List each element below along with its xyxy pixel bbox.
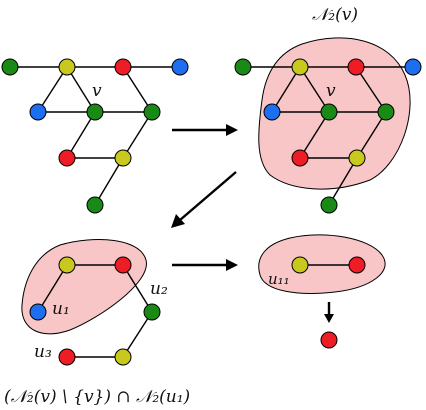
node-yellow bbox=[58, 256, 76, 274]
node-green bbox=[86, 196, 104, 214]
label-u2: u₂ bbox=[150, 279, 168, 299]
u11-highlight-region bbox=[258, 234, 386, 294]
node-red bbox=[348, 256, 366, 274]
intersection-graph-edges bbox=[37, 264, 153, 358]
node-yellow bbox=[291, 58, 309, 76]
node-red bbox=[291, 149, 309, 167]
node-green bbox=[320, 196, 338, 214]
n2v-graph: v 𝒩₂(v) bbox=[234, 5, 422, 214]
node-yellow bbox=[114, 348, 132, 366]
node-u2 bbox=[143, 303, 161, 321]
u11-graph: u₁₁ bbox=[258, 234, 386, 294]
node-yellow bbox=[114, 149, 132, 167]
label-n2v-title: 𝒩₂(v) bbox=[312, 5, 358, 25]
node-red bbox=[114, 256, 132, 274]
node-red bbox=[58, 149, 76, 167]
label-u1: u₁ bbox=[52, 299, 70, 319]
n2v-graph-edges bbox=[243, 66, 413, 206]
arrow-down-small bbox=[324, 302, 334, 323]
label-bottom-formula: (𝒩₂(v) \ {v}) ∩ 𝒩₂(u₁) bbox=[4, 387, 190, 407]
node-blue bbox=[404, 58, 422, 76]
node-green bbox=[377, 103, 395, 121]
node-u3 bbox=[58, 348, 76, 366]
label-v-right: v bbox=[326, 81, 336, 101]
node-u1 bbox=[29, 303, 47, 321]
arrow-right-bottom bbox=[172, 259, 238, 271]
node-v bbox=[320, 103, 338, 121]
original-graph: v bbox=[1, 58, 189, 214]
intersection-graph: u₁ u₂ u₃ (𝒩₂(v) \ {v}) ∩ 𝒩₂(u₁) bbox=[4, 239, 190, 407]
node-blue bbox=[29, 103, 47, 121]
node-blue bbox=[171, 58, 189, 76]
node-red bbox=[347, 58, 365, 76]
label-v-left: v bbox=[92, 81, 102, 101]
node-green bbox=[143, 103, 161, 121]
node-v bbox=[86, 103, 104, 121]
node-red bbox=[114, 58, 132, 76]
label-u3: u₃ bbox=[34, 342, 52, 362]
label-u11: u₁₁ bbox=[268, 270, 290, 288]
arrow-right-top bbox=[172, 124, 238, 136]
node-result-red bbox=[320, 331, 338, 349]
node-blue bbox=[263, 103, 281, 121]
arrow-down-left bbox=[171, 171, 237, 228]
node-yellow bbox=[291, 256, 309, 274]
node-green bbox=[1, 58, 19, 76]
node-yellow bbox=[348, 149, 366, 167]
node-green bbox=[234, 58, 252, 76]
node-yellow bbox=[58, 58, 76, 76]
